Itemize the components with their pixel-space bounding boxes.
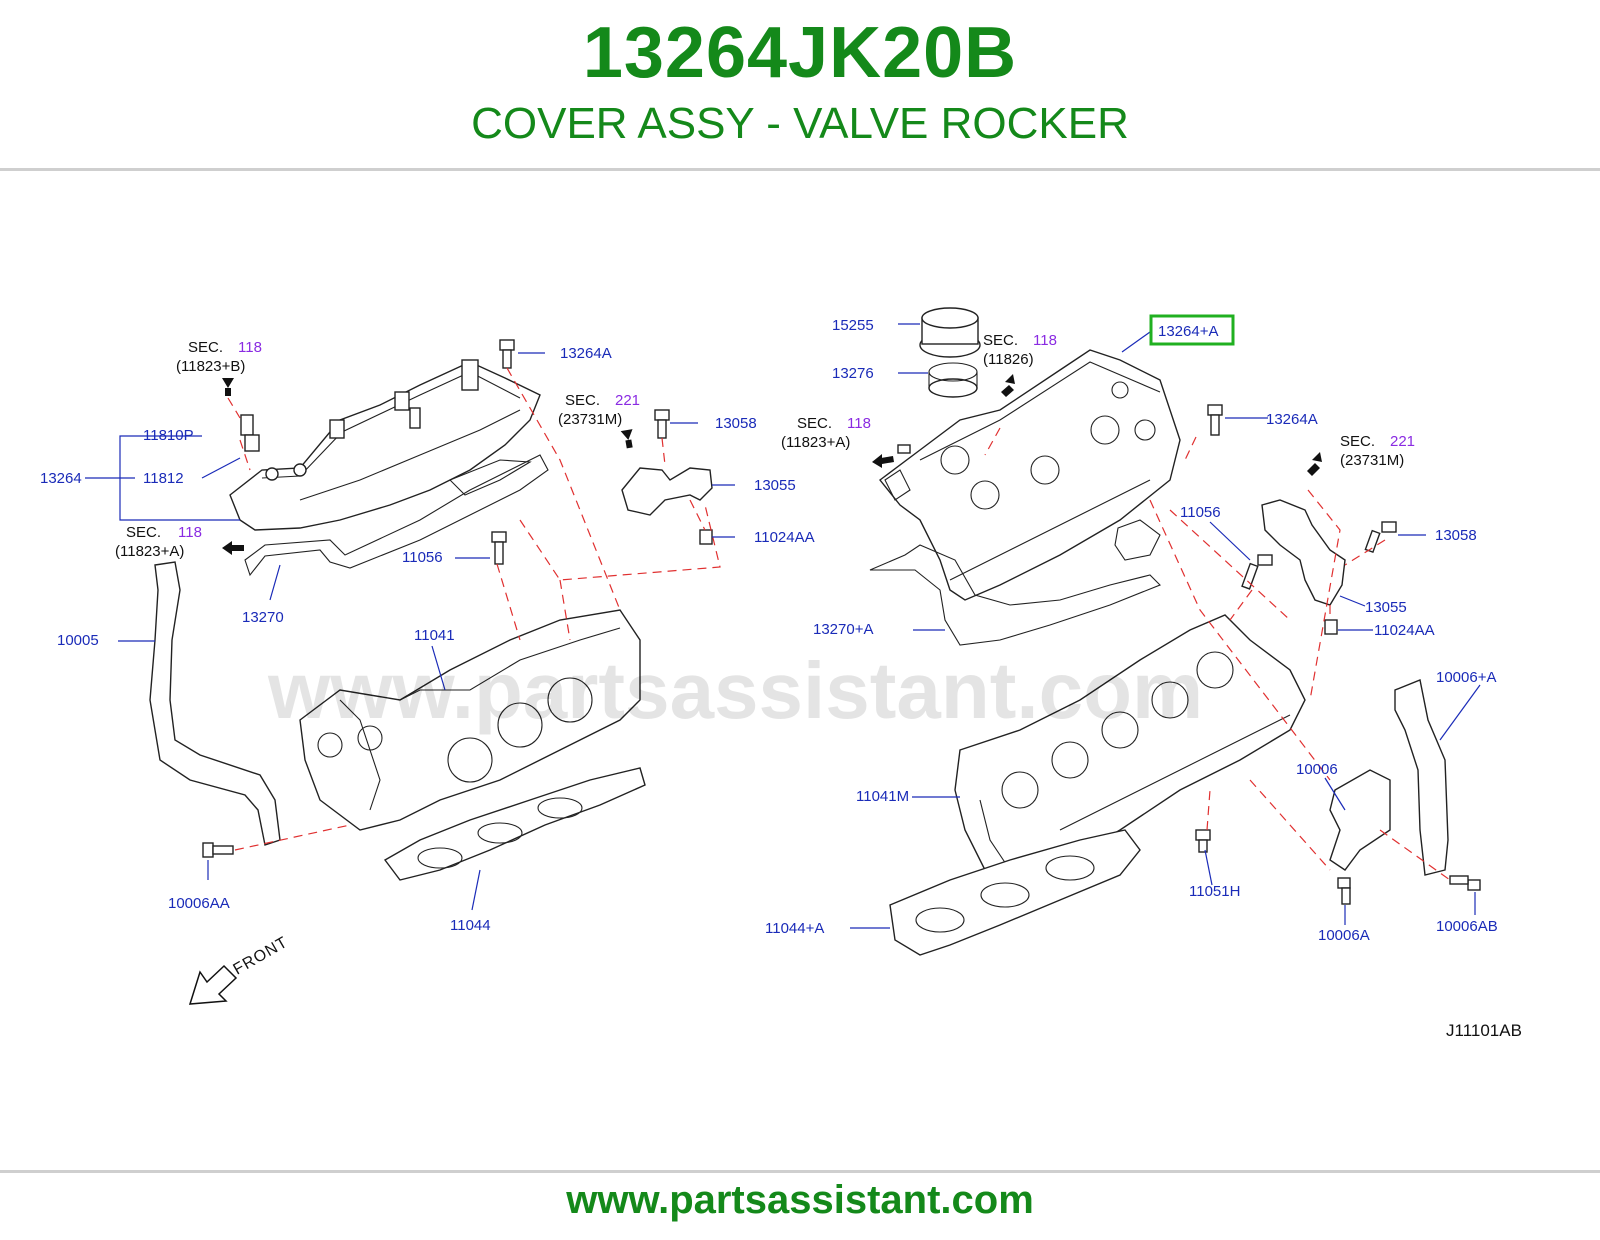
parts-diagram: FRONT 13264A 11810P 13264 11812 13058 13… [0, 190, 1600, 1150]
label-13264a-left[interactable]: 13264A [560, 345, 612, 362]
bolt-13264a-right [1207, 404, 1223, 436]
label-13264[interactable]: 13264 [40, 470, 82, 487]
label-15255[interactable]: 15255 [832, 317, 874, 334]
label-11056-right[interactable]: 11056 [1180, 504, 1221, 521]
bolt-13058-left [654, 409, 670, 439]
label-10006-plus-a[interactable]: 10006+A [1436, 669, 1496, 686]
label-13055-right[interactable]: 13055 [1365, 599, 1407, 616]
watermark: www.partsassistant.com [267, 646, 1203, 735]
svg-text:118: 118 [1033, 332, 1057, 349]
part-name-subtitle: COVER ASSY - VALVE ROCKER [471, 99, 1129, 148]
label-13270-plus-a[interactable]: 13270+A [813, 621, 873, 638]
arrow-up-icon [1001, 374, 1015, 397]
right-head-gasket [889, 829, 1141, 956]
svg-text:(23731M): (23731M) [558, 411, 622, 428]
svg-text:118: 118 [238, 339, 262, 356]
svg-text:118: 118 [178, 524, 202, 541]
diagram-canvas: FRONT 13264A 11810P 13264 11812 13058 13… [40, 307, 1522, 1040]
sec-ref-s5[interactable]: SEC. 118 (11823+A) [781, 415, 871, 451]
svg-text:(11826): (11826) [983, 351, 1034, 368]
arrow-up-icon [1307, 452, 1322, 476]
bolt-11056-left [491, 531, 507, 565]
label-10006ab[interactable]: 10006AB [1436, 918, 1498, 935]
arrow-left-icon [872, 454, 894, 468]
label-11056-left[interactable]: 11056 [402, 549, 443, 566]
label-13055-left[interactable]: 13055 [754, 477, 796, 494]
front-arrow-icon [188, 964, 238, 1005]
footer-url-link[interactable]: www.partsassistant.com [566, 1178, 1034, 1222]
label-10006[interactable]: 10006 [1296, 761, 1338, 778]
svg-text:118: 118 [847, 415, 871, 432]
bracket-13055-right [1261, 499, 1346, 606]
sec-ref-s4[interactable]: SEC. 118 (11826) [983, 332, 1057, 368]
label-13058-right[interactable]: 13058 [1435, 527, 1477, 544]
label-11051h[interactable]: 11051H [1189, 883, 1240, 900]
label-11812[interactable]: 11812 [143, 470, 184, 487]
label-11044[interactable]: 11044 [450, 917, 491, 934]
sec-ref-s6[interactable]: SEC. 221 (23731M) [1340, 433, 1415, 469]
arrow-up-icon [620, 429, 633, 449]
sec-ref-s1[interactable]: SEC. 118 (11823+B) [176, 339, 262, 375]
sec-ref-s2[interactable]: SEC. 221 (23731M) [558, 392, 640, 428]
right-valve-cover [879, 349, 1181, 601]
label-13058-left[interactable]: 13058 [715, 415, 757, 432]
label-10006aa[interactable]: 10006AA [168, 895, 230, 912]
svg-text:(11823+A): (11823+A) [115, 543, 184, 560]
svg-text:SEC.: SEC. [983, 332, 1018, 349]
filler-seal [928, 362, 978, 398]
bracket-10006-plus-a [1394, 679, 1449, 876]
arrow-left-icon [222, 541, 244, 555]
svg-text:221: 221 [1390, 433, 1415, 450]
oil-filler-cap [919, 307, 981, 358]
left-cylinder-head [299, 609, 641, 831]
bolt-13264a-left [499, 339, 515, 369]
svg-text:(23731M): (23731M) [1340, 452, 1404, 469]
bracket-10006 [1329, 769, 1391, 871]
bolt-11051h [1195, 829, 1211, 853]
label-13264a-plus-highlighted[interactable]: 13264+A [1158, 323, 1218, 340]
bolt-10006aa [202, 842, 234, 858]
svg-text:221: 221 [615, 392, 640, 409]
right-gasket [869, 544, 1161, 646]
left-valve-cover [229, 359, 541, 531]
svg-text:SEC.: SEC. [1340, 433, 1375, 450]
svg-text:(11823+B): (11823+B) [176, 358, 245, 375]
label-13276[interactable]: 13276 [832, 365, 874, 382]
diagram-code: J11101AB [1446, 1021, 1522, 1040]
pcv-valve [240, 414, 254, 436]
label-13264a-right[interactable]: 13264A [1266, 411, 1318, 428]
svg-text:SEC.: SEC. [126, 524, 161, 541]
bolt-10006a [1337, 877, 1351, 905]
svg-text:SEC.: SEC. [797, 415, 832, 432]
label-10006a[interactable]: 10006A [1318, 927, 1370, 944]
label-11024aa-right[interactable]: 11024AA [1374, 622, 1435, 639]
label-11041m[interactable]: 11041M [856, 788, 909, 805]
sec-ref-s3[interactable]: SEC. 118 (11823+A) [115, 524, 202, 560]
bolt-10006ab [1449, 875, 1481, 891]
footer-divider [0, 1170, 1600, 1173]
label-11044-plus-a[interactable]: 11044+A [765, 920, 824, 937]
label-13270[interactable]: 13270 [242, 609, 284, 626]
label-11041[interactable]: 11041 [414, 627, 455, 644]
label-10005[interactable]: 10005 [57, 632, 99, 649]
svg-text:SEC.: SEC. [565, 392, 600, 409]
bracket-13055-left [621, 467, 713, 516]
bracket-10005 [149, 561, 281, 846]
part-number-title: 13264JK20B [582, 13, 1018, 93]
page-header: 13264JK20B COVER ASSY - VALVE ROCKER [0, 0, 1600, 170]
left-gasket [244, 454, 549, 577]
front-label: FRONT [231, 934, 292, 979]
label-11810p[interactable]: 11810P [143, 427, 194, 444]
header-divider [0, 168, 1600, 171]
bolt-13058-right [1364, 521, 1397, 554]
highlight-box[interactable] [1149, 314, 1235, 346]
arrow-up-icon [222, 378, 234, 396]
label-11024aa-left[interactable]: 11024AA [754, 529, 815, 546]
bolt-11056-right [1241, 554, 1273, 590]
svg-text:(11823+A): (11823+A) [781, 434, 850, 451]
left-head-gasket [383, 767, 646, 881]
svg-text:SEC.: SEC. [188, 339, 223, 356]
